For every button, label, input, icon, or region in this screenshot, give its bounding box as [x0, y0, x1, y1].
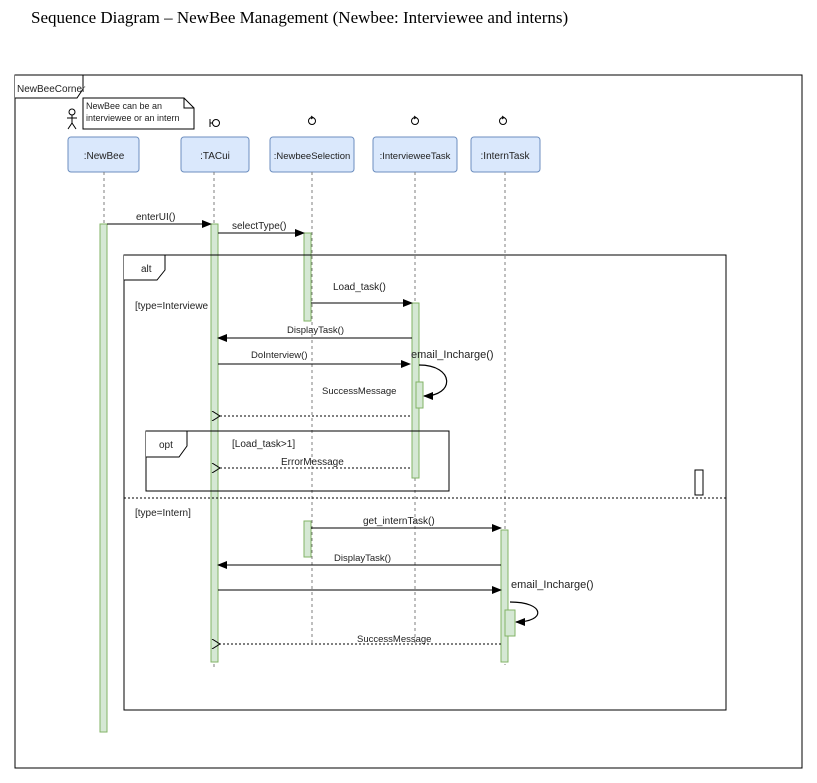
note-line-2: interviewee or an intern [86, 113, 180, 123]
note-line-1: NewBee can be an [86, 101, 162, 111]
activation-bar-intern-self [504, 609, 516, 637]
activation-bar-selection-1 [303, 232, 312, 322]
alt-guard-1: [type=Interviewe [135, 301, 209, 312]
alt-fragment-tab [124, 254, 166, 281]
diagram-frame [14, 74, 803, 769]
message-label-do-interview: DoInterview() [251, 350, 308, 361]
message-label-enter-ui: enterUI() [136, 212, 175, 223]
activation-bar-intern [500, 529, 509, 663]
alt-guard-2: [type=Intern] [135, 508, 191, 519]
frame-label: NewBeeCorner [17, 84, 86, 95]
message-label-success-message-1: SuccessMessage [322, 386, 396, 397]
alt-fragment [123, 254, 727, 711]
message-label-select-type: selectType() [232, 221, 286, 232]
control-icon [499, 115, 507, 125]
message-label-success-message-2: SuccessMessage [357, 634, 431, 645]
message-arrow-email-incharge-2 [509, 601, 539, 626]
message-label-load-task: Load_task() [333, 282, 386, 293]
message-label-email-incharge-2: email_Incharge() [511, 579, 594, 591]
activation-bar-selection-2 [303, 520, 312, 558]
opt-label: opt [159, 440, 173, 451]
boundary-icon [209, 119, 220, 127]
opt-fragment [145, 430, 450, 492]
note-fold [183, 98, 194, 109]
message-label-error-message: ErrorMessage [281, 457, 344, 468]
opt-guard: [Load_task>1] [232, 439, 295, 450]
alt-label: alt [141, 264, 152, 275]
lifeline-label-newbee-selection: :NewbeeSelection [274, 151, 351, 162]
note-box [82, 97, 195, 130]
opt-fragment-tab [146, 430, 188, 458]
message-label-display-task-2: DisplayTask() [334, 553, 391, 564]
frame-label-tab [15, 74, 84, 99]
control-icon [411, 115, 419, 125]
message-label-display-task-1: DisplayTask() [287, 325, 344, 336]
lifeline-label-newbee: :NewBee [84, 151, 125, 162]
message-label-email-incharge-1: email_Incharge() [411, 349, 494, 361]
message-label-get-intern-task: get_internTask() [363, 516, 435, 527]
lifeline-label-intern-task: :InternTask [481, 151, 531, 162]
lifeline-label-interviewee-task: :IntervieweeTask [380, 151, 451, 162]
page-title: Sequence Diagram – NewBee Management (Ne… [31, 8, 569, 27]
control-icon [308, 115, 316, 125]
message-arrow-email-incharge-1 [418, 364, 448, 400]
activation-bar-tacui [210, 223, 219, 663]
decorative-marker [694, 469, 704, 496]
activation-bar-newbee [99, 223, 108, 733]
actor-icon [67, 108, 77, 130]
lifeline-box-tacui [180, 136, 250, 173]
activation-bar-interviewee-self [415, 381, 424, 409]
lifeline-label-tacui: :TACui [200, 151, 230, 162]
